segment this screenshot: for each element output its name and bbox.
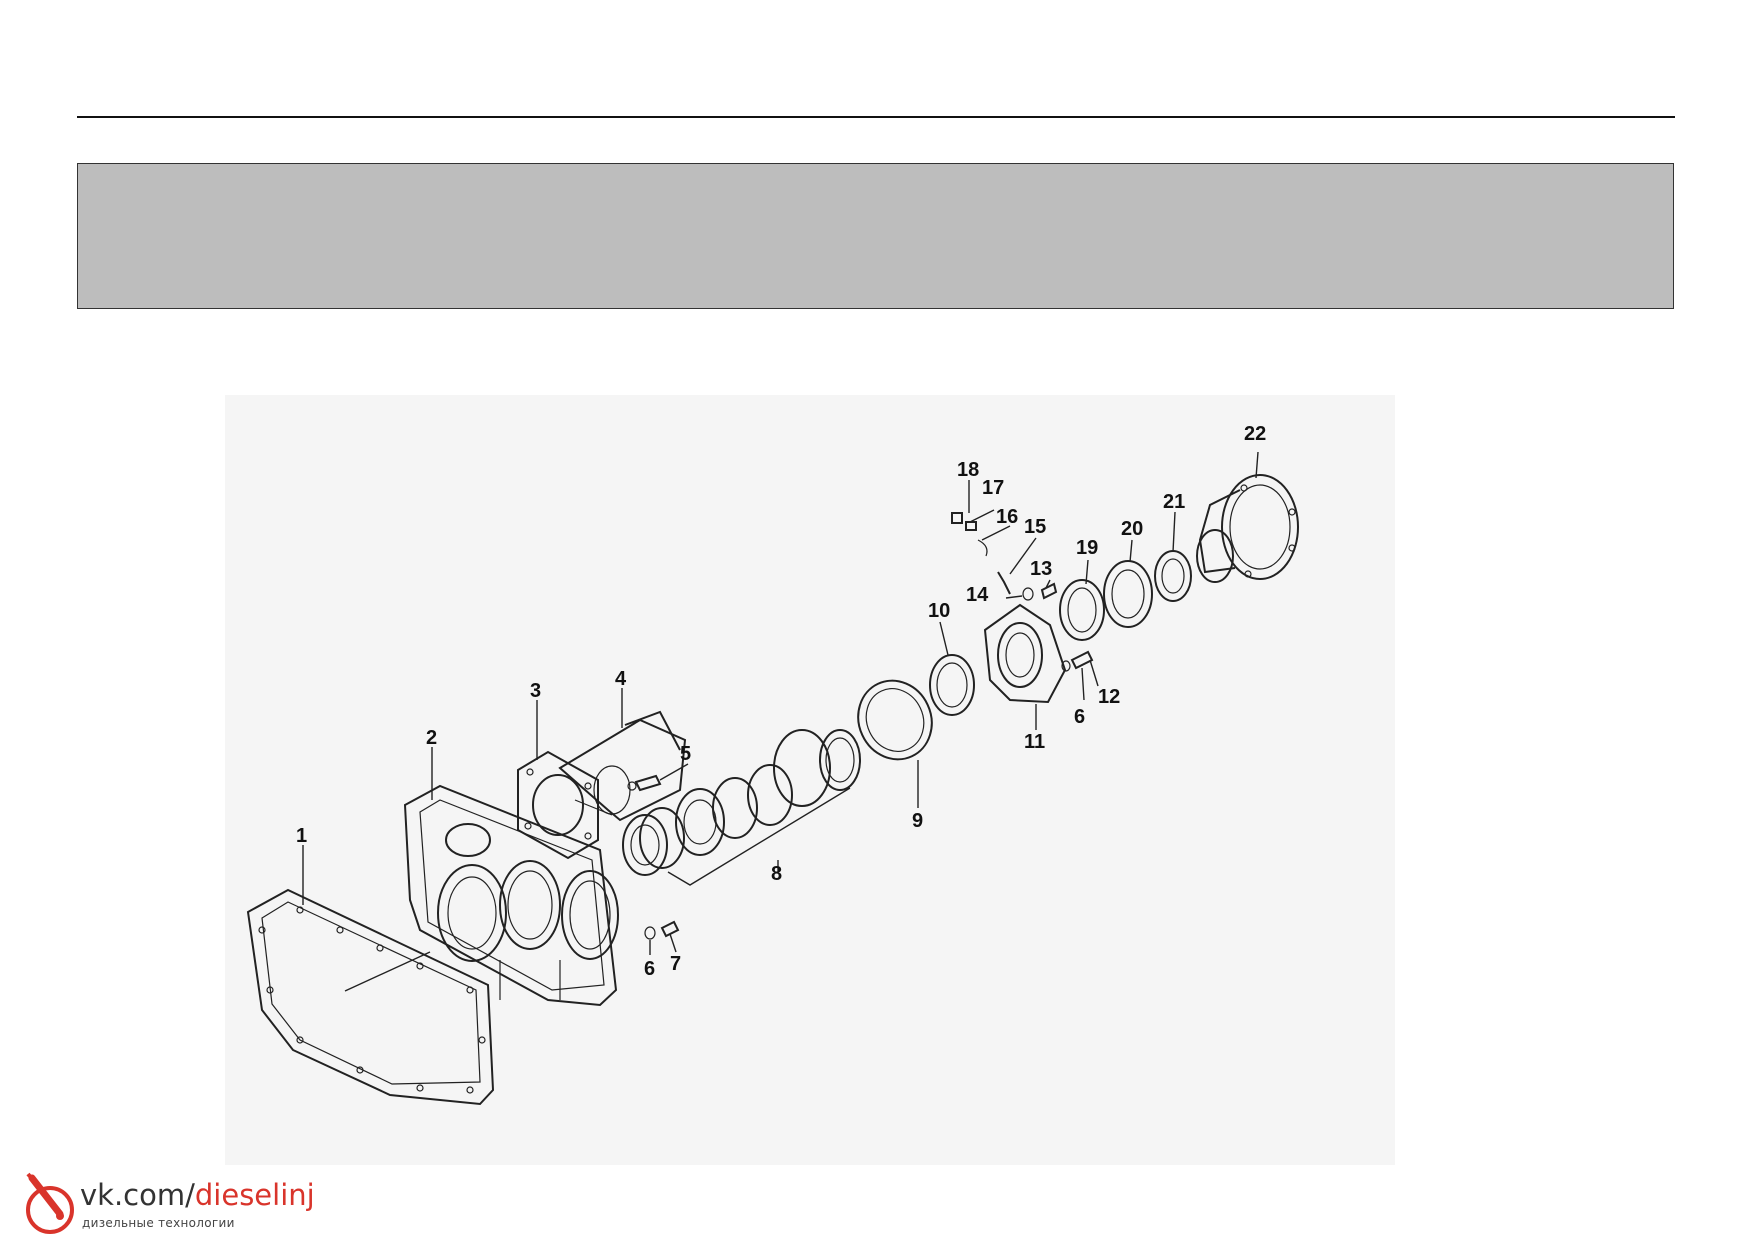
part-ring-20 (1103, 560, 1153, 628)
callout-6-second: 6 (1074, 706, 1085, 728)
part-end-housing (983, 603, 1067, 704)
callout-8: 8 (771, 863, 782, 885)
callout-1: 1 (296, 825, 307, 847)
part-ring-21 (1154, 550, 1192, 602)
callout-11: 11 (1024, 731, 1045, 753)
callout-5: 5 (680, 743, 691, 765)
callout-18: 18 (957, 459, 979, 481)
callout-9: 9 (912, 810, 923, 832)
part-ring-19 (1059, 579, 1105, 641)
part-housing (403, 784, 619, 1007)
diagram-background (225, 395, 1395, 1165)
dieselinj-logo-icon (26, 1172, 74, 1234)
header-rule (77, 116, 1675, 118)
watermark-subtitle: дизельные технологии (82, 1216, 235, 1230)
part-washer-6a (644, 926, 656, 940)
callout-19: 19 (1076, 537, 1098, 559)
part-retainer-ring (857, 679, 933, 761)
part-ring-gear (929, 654, 975, 716)
callout-4: 4 (615, 668, 627, 690)
part-flange-plate (517, 750, 599, 860)
watermark-site-prefix: vk.com/ (80, 1178, 195, 1212)
callout-6: 6 (644, 958, 655, 980)
part-cover (558, 710, 687, 822)
callout-7: 7 (670, 953, 681, 975)
callout-17: 17 (982, 477, 1004, 499)
part-bolt-12 (1070, 650, 1094, 670)
callout-13: 13 (1030, 558, 1052, 580)
part-output-flange (1196, 474, 1299, 583)
callout-20: 20 (1121, 518, 1143, 540)
part-gasket (246, 888, 495, 1106)
part-gear-assembly (622, 729, 861, 886)
callout-21: 21 (1163, 491, 1185, 513)
title-banner (77, 163, 1674, 309)
watermark-site-name: dieselinj (194, 1178, 315, 1212)
callout-10: 10 (928, 600, 950, 622)
callout-2: 2 (426, 727, 437, 749)
callout-16: 16 (996, 506, 1018, 528)
callout-22: 22 (1244, 423, 1266, 445)
callout-leaders (302, 451, 1259, 955)
callout-15: 15 (1024, 516, 1046, 538)
callout-3: 3 (530, 680, 541, 702)
part-bolt-5 (627, 774, 662, 792)
part-washer-6b (1061, 660, 1071, 672)
part-screw-7 (660, 920, 680, 938)
callout-14: 14 (966, 584, 989, 606)
callout-12: 12 (1098, 686, 1120, 708)
watermark-site[interactable]: vk.com/dieselinj (80, 1178, 315, 1212)
